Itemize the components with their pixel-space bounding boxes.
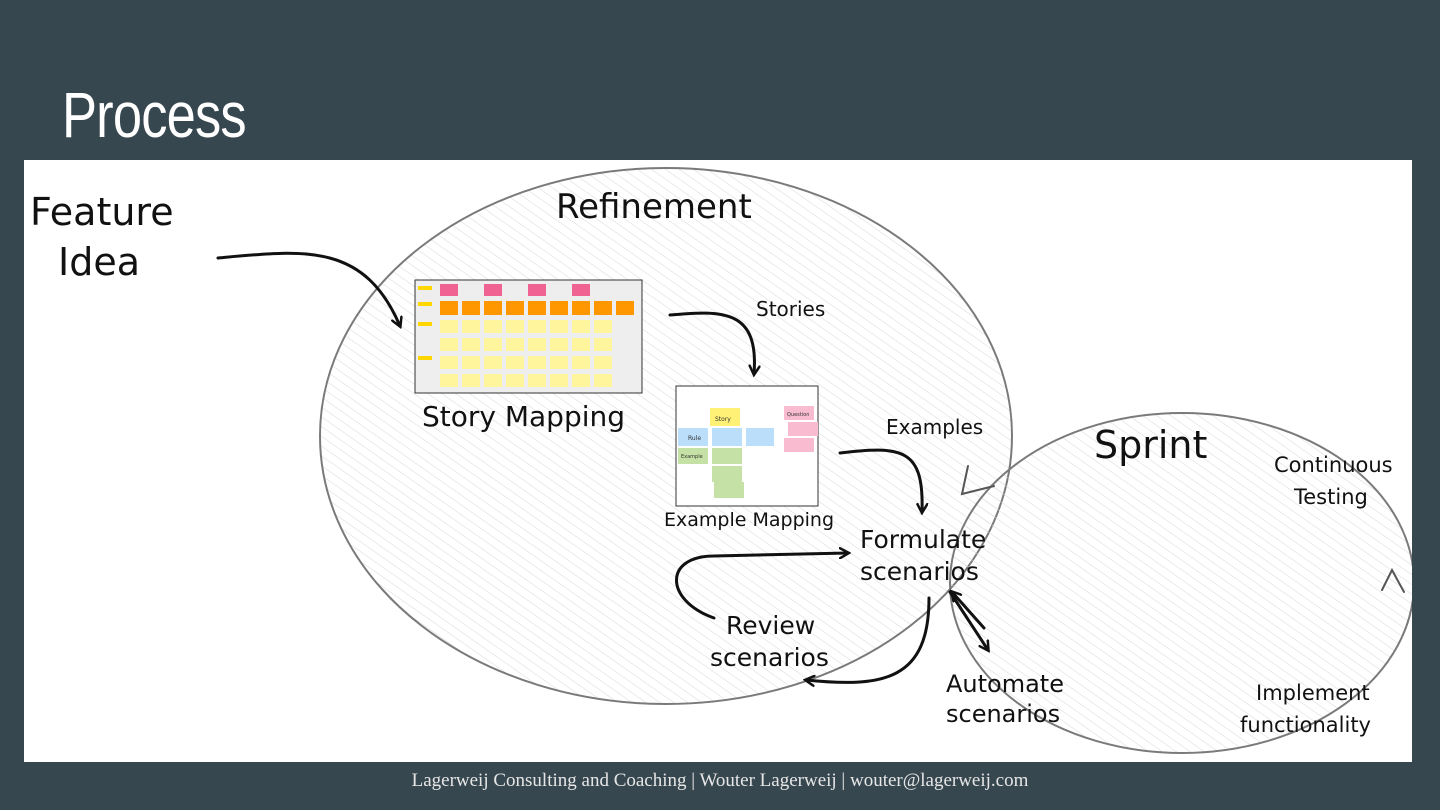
example-map-rule-card: Rule	[688, 435, 701, 442]
implement-label-line2: functionality	[1240, 713, 1371, 737]
refinement-label: Refinement	[556, 187, 752, 227]
arrow-formulate-back	[952, 592, 986, 630]
story-map-note	[440, 301, 458, 315]
story-map-note	[506, 374, 524, 387]
story-map-note	[440, 338, 458, 351]
story-map-note	[440, 374, 458, 387]
example-mapping-label: Example Mapping	[664, 509, 834, 531]
review-label-line1: Review	[726, 611, 815, 640]
story-map-note	[440, 284, 458, 296]
feature-idea-label-line2: Idea	[58, 240, 140, 284]
story-map-note	[418, 356, 432, 360]
story-map-note	[440, 356, 458, 369]
automate-label-line1: Automate	[946, 670, 1064, 698]
continuous-testing-label-line2: Testing	[1293, 485, 1368, 509]
story-map-note	[550, 356, 568, 369]
story-map-note	[594, 301, 612, 315]
story-map-note	[594, 356, 612, 369]
story-map-note	[484, 338, 502, 351]
sprint-cycle-arrowhead-right	[1381, 567, 1405, 593]
story-map-note	[528, 356, 546, 369]
story-map-note	[418, 302, 432, 306]
story-map-note	[572, 301, 590, 315]
story-map-note	[572, 320, 590, 333]
story-map-note	[418, 322, 432, 326]
story-map-note	[572, 338, 590, 351]
story-map-note	[550, 374, 568, 387]
story-map-note	[484, 301, 502, 315]
story-map-note	[550, 301, 568, 315]
slide-title: Process	[62, 79, 247, 151]
story-map-note	[572, 284, 590, 296]
example-map-image: Story Rule Example Question	[675, 385, 819, 507]
story-map-note	[572, 374, 590, 387]
story-map-note	[550, 320, 568, 333]
arrow-formulate-to-review	[806, 596, 931, 682]
review-label-line2: scenarios	[710, 643, 829, 672]
formulate-label-line1: Formulate	[860, 525, 986, 554]
story-map-note	[616, 301, 634, 315]
story-map-note	[550, 338, 568, 351]
arrow-feature-to-storymap	[216, 251, 400, 326]
story-map-note	[484, 320, 502, 333]
story-map-note	[528, 320, 546, 333]
story-map-image	[414, 279, 643, 394]
story-map-note	[484, 374, 502, 387]
diagram-svg: Feature Idea Refinement Sprint Story Map…	[30, 167, 1412, 754]
story-map-note	[506, 320, 524, 333]
implement-label-line1: Implement	[1256, 681, 1370, 705]
arrow-examples	[838, 448, 922, 512]
story-map-note	[594, 320, 612, 333]
story-map-note	[572, 356, 590, 369]
example-map-example-card: Example	[681, 454, 703, 460]
story-map-note	[506, 338, 524, 351]
story-map-note	[462, 301, 480, 315]
sprint-cycle-arrowhead-left	[960, 465, 995, 496]
continuous-testing-label-line1: Continuous	[1274, 453, 1393, 477]
story-map-note	[528, 284, 546, 296]
sprint-ellipse	[949, 412, 1412, 754]
process-diagram: Feature Idea Refinement Sprint Story Map…	[24, 160, 1412, 762]
arrow-stories	[668, 311, 754, 374]
story-map-note	[440, 320, 458, 333]
story-map-note	[462, 320, 480, 333]
story-map-note	[594, 374, 612, 387]
story-mapping-label: Story Mapping	[422, 400, 625, 433]
story-map-note	[506, 301, 524, 315]
automate-label-line2: scenarios	[946, 700, 1060, 728]
story-map-note	[462, 338, 480, 351]
story-map-note	[594, 338, 612, 351]
footer-credit: Lagerweij Consulting and Coaching | Wout…	[411, 770, 1029, 791]
story-map-note	[484, 356, 502, 369]
story-map-note	[528, 374, 546, 387]
story-map-note	[462, 374, 480, 387]
story-map-note	[418, 286, 432, 290]
examples-label: Examples	[886, 415, 983, 439]
arrow-review-to-formulate	[675, 553, 849, 620]
feature-idea-label-line1: Feature	[30, 190, 174, 234]
story-map-note	[528, 301, 546, 315]
formulate-label-line2: scenarios	[860, 557, 979, 586]
stories-label: Stories	[756, 297, 825, 321]
story-map-note	[528, 338, 546, 351]
story-map-note	[484, 284, 502, 296]
story-map-note	[462, 356, 480, 369]
sprint-label: Sprint	[1094, 423, 1207, 467]
story-map-note	[506, 356, 524, 369]
example-map-question-card: Question	[787, 412, 809, 418]
example-map-story-card: Story	[715, 416, 731, 423]
